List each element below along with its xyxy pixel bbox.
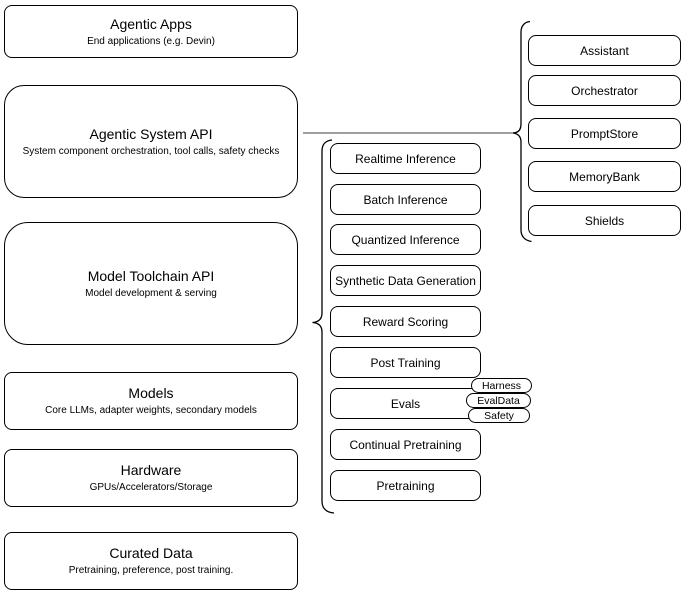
node-subtitle: Core LLMs, adapter weights, secondary mo… bbox=[45, 405, 257, 416]
node-subtitle: System component orchestration, tool cal… bbox=[22, 145, 280, 157]
node-assistant: Assistant bbox=[528, 35, 681, 66]
node-quantized-inference: Quantized Inference bbox=[330, 224, 481, 255]
node-pretraining: Pretraining bbox=[330, 470, 481, 501]
node-title: Curated Data bbox=[109, 545, 193, 561]
node-label: Evals bbox=[390, 396, 421, 411]
node-promptstore: PromptStore bbox=[528, 118, 681, 149]
node-title: Hardware bbox=[120, 462, 182, 478]
node-label: Pretraining bbox=[376, 478, 435, 493]
node-title: Model Toolchain API bbox=[87, 267, 215, 284]
node-subtitle: GPUs/Accelerators/Storage bbox=[89, 482, 213, 493]
node-label: MemoryBank bbox=[569, 169, 640, 184]
node-label: Quantized Inference bbox=[351, 232, 460, 247]
node-synthetic-data-generation: Synthetic Data Generation bbox=[330, 265, 481, 296]
node-agentic-apps: Agentic Apps End applications (e.g. Devi… bbox=[4, 5, 298, 58]
node-continual-pretraining: Continual Pretraining bbox=[330, 429, 481, 460]
node-label: Batch Inference bbox=[363, 192, 448, 207]
node-label: Realtime Inference bbox=[355, 151, 456, 166]
badge-safety: Safety bbox=[468, 408, 530, 423]
node-label: Reward Scoring bbox=[362, 314, 449, 329]
badge-harness: Harness bbox=[471, 378, 532, 393]
node-curated-data: Curated Data Pretraining, preference, po… bbox=[4, 532, 298, 590]
node-subtitle: End applications (e.g. Devin) bbox=[87, 35, 215, 47]
node-memorybank: MemoryBank bbox=[528, 161, 681, 192]
node-hardware: Hardware GPUs/Accelerators/Storage bbox=[4, 449, 298, 507]
node-label: PromptStore bbox=[570, 126, 639, 141]
node-label: Post Training bbox=[370, 355, 441, 370]
node-realtime-inference: Realtime Inference bbox=[330, 143, 481, 174]
node-label: Synthetic Data Generation bbox=[335, 273, 476, 288]
node-subtitle: Model development & serving bbox=[85, 287, 217, 299]
badge-label: EvalData bbox=[477, 394, 520, 407]
badge-label: Safety bbox=[484, 409, 514, 422]
node-label: Assistant bbox=[580, 43, 629, 58]
badge-evaldata: EvalData bbox=[466, 393, 531, 408]
node-subtitle: Pretraining, preference, post training. bbox=[68, 565, 234, 576]
node-model-toolchain-api: Model Toolchain API Model development & … bbox=[4, 222, 298, 345]
node-post-training: Post Training bbox=[330, 347, 481, 378]
node-label: Shields bbox=[584, 213, 625, 228]
node-models: Models Core LLMs, adapter weights, secon… bbox=[4, 372, 298, 430]
node-reward-scoring: Reward Scoring bbox=[330, 306, 481, 337]
node-title: Agentic Apps bbox=[110, 15, 192, 32]
node-shields: Shields bbox=[528, 205, 681, 236]
node-batch-inference: Batch Inference bbox=[330, 184, 481, 215]
node-orchestrator: Orchestrator bbox=[528, 75, 681, 106]
badge-label: Harness bbox=[481, 379, 522, 392]
node-agentic-system-api: Agentic System API System component orch… bbox=[4, 85, 298, 198]
node-title: Agentic System API bbox=[89, 125, 213, 142]
node-evals: Evals bbox=[330, 388, 481, 419]
node-label: Orchestrator bbox=[571, 83, 638, 98]
node-label: Continual Pretraining bbox=[349, 437, 462, 452]
node-title: Models bbox=[128, 385, 174, 401]
